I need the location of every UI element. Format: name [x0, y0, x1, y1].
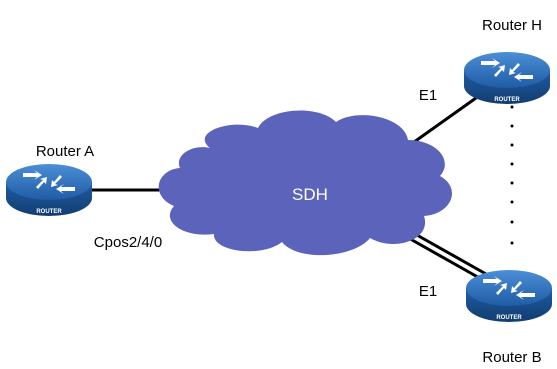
- router-h-name: Router H: [482, 17, 542, 34]
- router-b-name: Router B: [482, 349, 541, 366]
- sdh-cloud-icon: [158, 110, 452, 256]
- router-a-port: Cpos2/4/0: [94, 234, 162, 251]
- router-a-badge: ROUTER: [36, 209, 62, 215]
- network-label: SDH: [292, 185, 328, 204]
- link-sdh-router-b-1: [404, 234, 484, 282]
- router-b-link: E1: [419, 283, 437, 300]
- router-h-link: E1: [419, 87, 437, 104]
- router-b-badge: ROUTER: [496, 315, 522, 321]
- router-h-badge: ROUTER: [494, 97, 520, 103]
- router-a-icon: ROUTER: [6, 164, 92, 216]
- router-h-icon: ROUTER: [464, 52, 550, 104]
- link-sdh-router-b-2: [407, 228, 487, 276]
- router-b-icon: ROUTER: [466, 270, 552, 322]
- router-a-name: Router A: [36, 143, 94, 160]
- vertical-ellipsis-icon: [510, 105, 514, 245]
